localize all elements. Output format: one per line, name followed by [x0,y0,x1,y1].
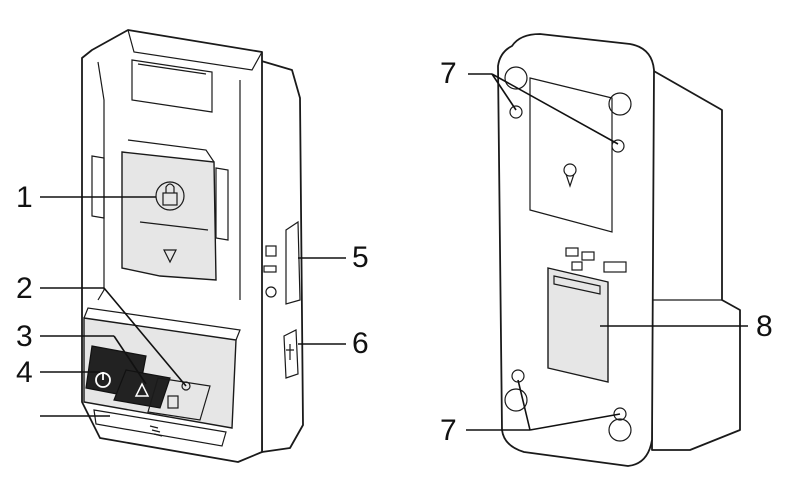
callout-3: 3 [16,320,33,353]
card-icon [167,395,179,409]
callout-1: 1 [16,181,33,214]
leader-lines [40,73,748,431]
callout-8: 8 [756,310,773,343]
callout-4: 4 [16,356,33,389]
callout-7-top: 7 [440,57,457,90]
back-view-device [497,33,741,467]
warning-icon [134,382,150,397]
callout-7-bottom: 7 [440,414,457,447]
usb-icon [286,344,294,360]
callout-2: 2 [16,272,33,305]
callout-6: 6 [352,327,369,360]
timer-icon [265,286,277,298]
toggle-icon [263,265,277,273]
folder-icon [265,245,277,257]
front-view-device [81,29,304,463]
callout-5: 5 [352,241,369,274]
